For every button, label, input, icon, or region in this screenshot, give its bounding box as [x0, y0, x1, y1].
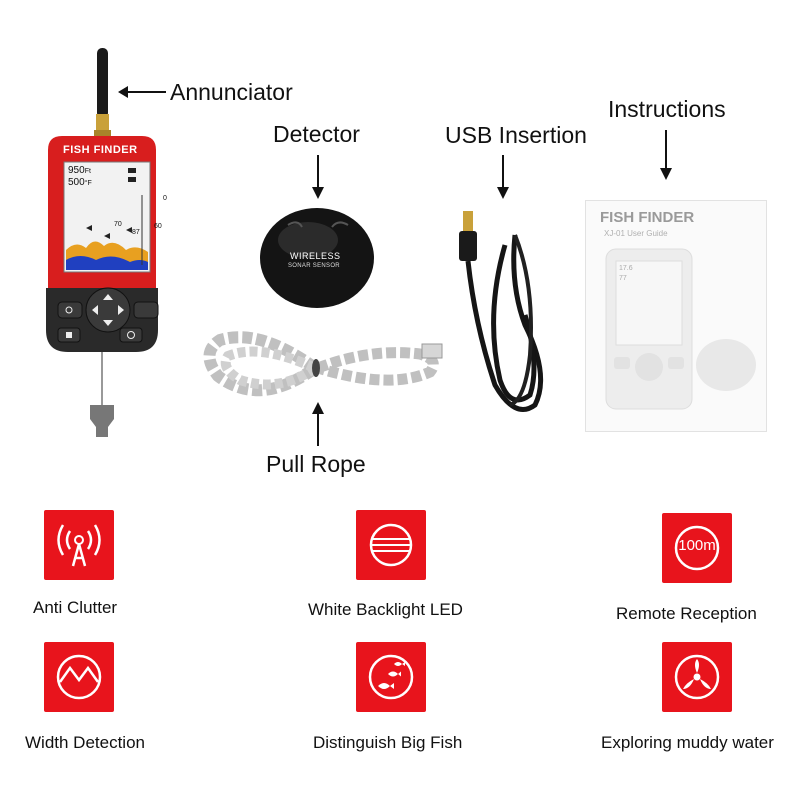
- device-brand: FISH FINDER: [63, 144, 138, 156]
- temp-value: 500: [68, 177, 85, 188]
- usb-arrow: [493, 155, 513, 204]
- detector-label: Detector: [273, 121, 360, 147]
- range-100m-icon: 100m: [662, 513, 732, 583]
- manual-subtitle: XJ-01 User Guide: [604, 229, 668, 238]
- instructions-arrow: [656, 130, 676, 185]
- depth-readout: 950Ft: [68, 165, 91, 176]
- scale-top-label: 0: [163, 195, 167, 202]
- feature-label-big-fish: Distinguish Big Fish: [313, 733, 463, 752]
- range-badge-text: 100m: [678, 537, 716, 554]
- fish-depth-3: 60: [154, 223, 162, 230]
- fish-icon: [356, 642, 426, 712]
- antenna-signal-icon: [44, 510, 114, 580]
- propeller-icon: [662, 642, 732, 712]
- fish-depth-1: 70: [114, 221, 122, 228]
- annunciator-arrow: [118, 82, 168, 107]
- manual-readout-2: 77: [619, 275, 627, 282]
- feature-label-anti-clutter: Anti Clutter: [33, 598, 118, 617]
- pull-rope-label: Pull Rope: [266, 451, 366, 477]
- manual-readout: 17.6: [619, 265, 633, 272]
- instructions-label: Instructions: [608, 96, 726, 122]
- temp-readout: 500°F: [68, 177, 92, 188]
- manual-title: FISH FINDER: [600, 209, 695, 226]
- feature-label-backlight: White Backlight LED: [308, 600, 463, 619]
- feature-label-remote-reception: Remote Reception: [616, 604, 757, 623]
- sonar-sensor: WIRELESS SONAR SENSOR: [258, 205, 376, 311]
- user-manual: FISH FINDER XJ-01 User Guide 17.6 77: [585, 200, 767, 432]
- depth-value: 950: [68, 165, 85, 176]
- feature-label-width-detection: Width Detection: [25, 733, 145, 752]
- sensor-text-1: WIRELESS: [290, 251, 341, 261]
- detector-arrow: [308, 155, 328, 204]
- usb-cable: [455, 205, 555, 425]
- pull-rope-arrow: [308, 402, 328, 451]
- feature-label-muddy-water: Exploring muddy water: [601, 733, 774, 752]
- sensor-text-2: SONAR SENSOR: [288, 263, 340, 269]
- width-wave-icon: [44, 642, 114, 712]
- temp-unit: °F: [84, 180, 92, 187]
- fish-depth-2: 87: [132, 229, 140, 236]
- device-illustration: [46, 48, 159, 437]
- pull-rope: [200, 318, 450, 413]
- manual-device-image: [605, 248, 756, 410]
- depth-unit: Ft: [84, 168, 91, 175]
- annunciator-label: Annunciator: [170, 79, 293, 105]
- esc-button-label: ESC: [165, 346, 184, 356]
- backlight-icon: [356, 510, 426, 580]
- fish-finder-device: FISH FINDER 950Ft 500°F 0 70 87 60 ESC: [30, 40, 184, 460]
- usb-insertion-label: USB Insertion: [445, 122, 587, 148]
